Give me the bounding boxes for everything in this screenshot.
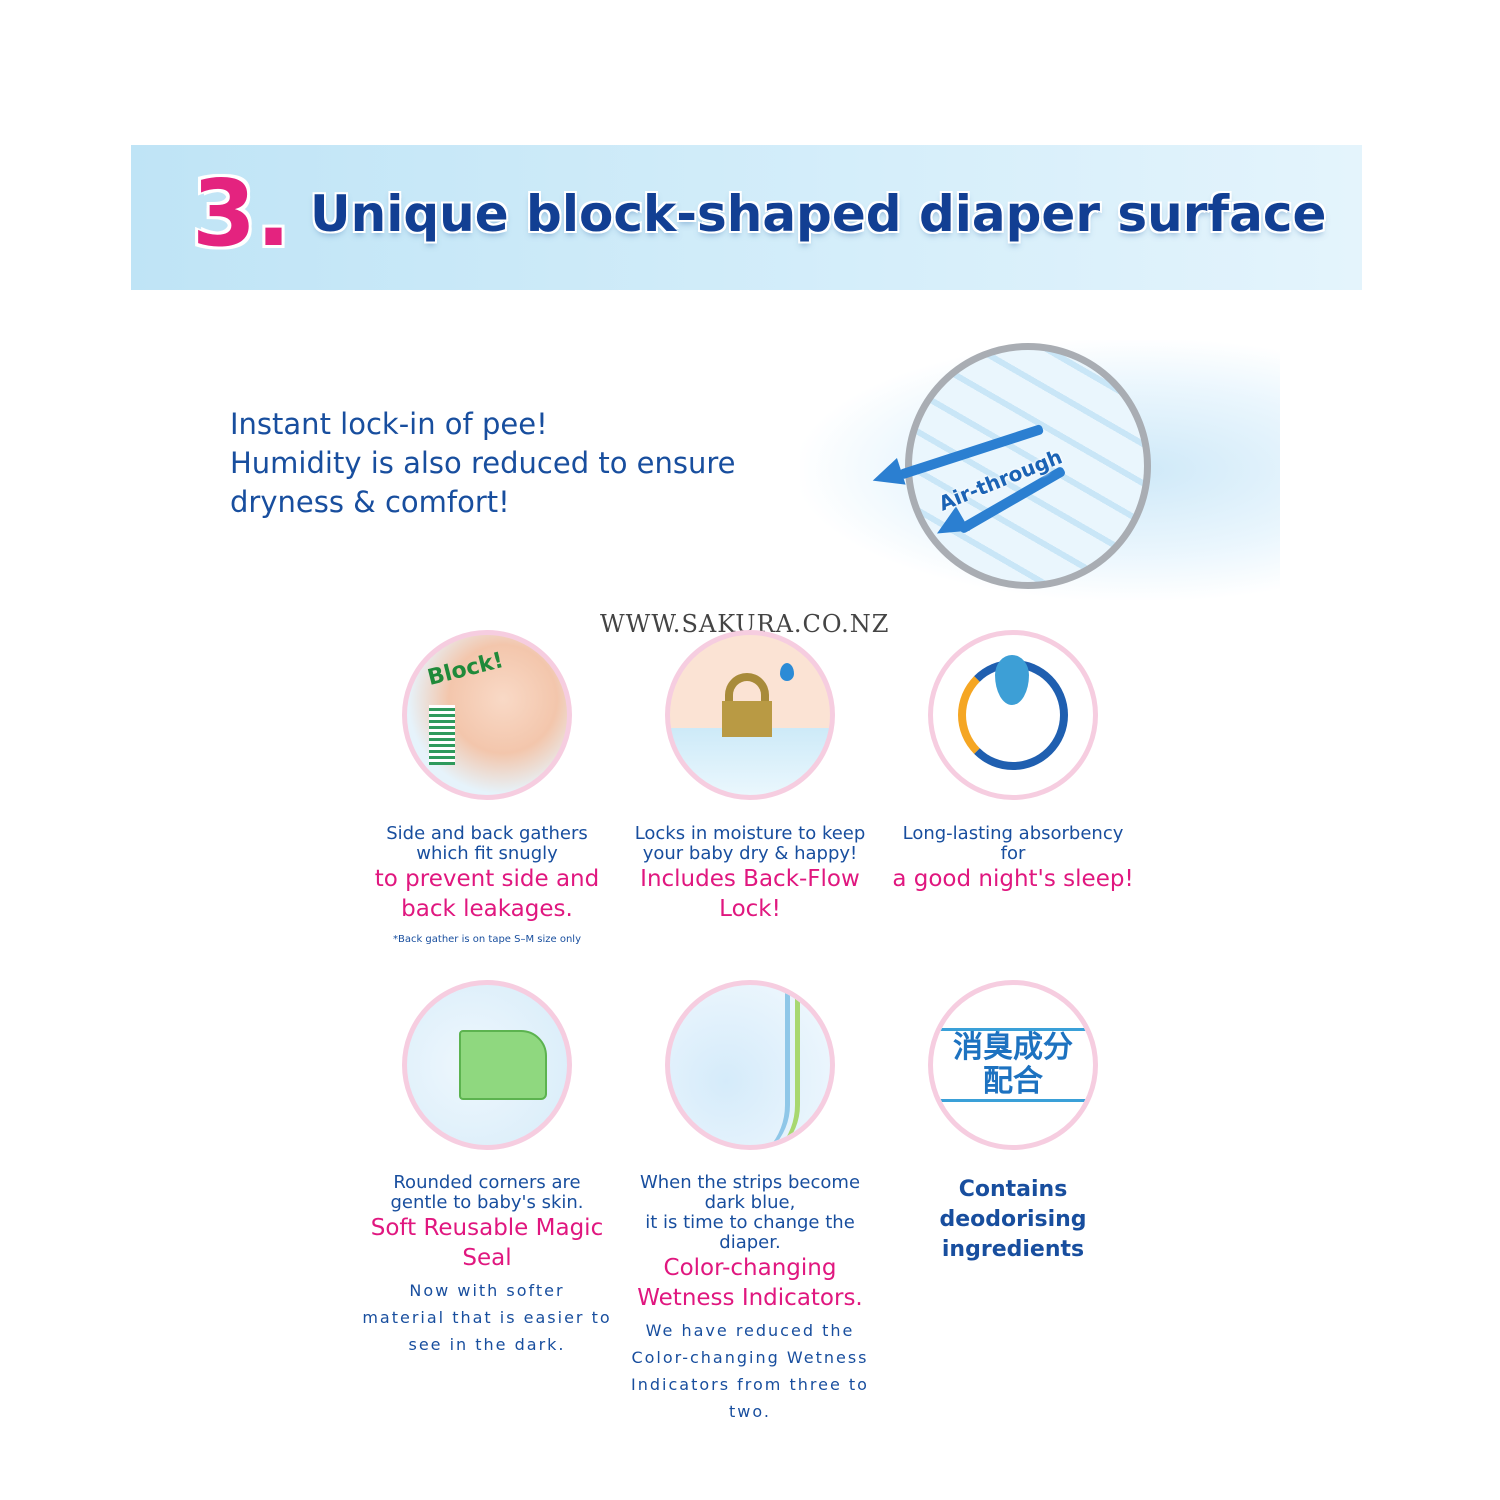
feature-text: dark blue, [704,1192,796,1213]
feature-side-gathers: Side and back gathers which fit snugly t… [357,823,617,946]
intro-text: Instant lock-in of pee! Humidity is also… [230,405,736,522]
wetness-indicator-image [665,980,835,1150]
page-title: Unique block-shaped diaper surface [310,185,1327,243]
deodorising-label-bottom-line [938,1099,1088,1102]
absorbency-image [928,630,1098,800]
feature-text: Long-lasting absorbency [902,823,1124,844]
diaper-surface-image [905,343,1151,589]
magic-seal-image [402,980,572,1150]
section-number: 3. [192,160,291,267]
feature-detail: material that is easier to [362,1308,612,1327]
feature-detail: We have reduced the [645,1321,855,1340]
intro-line: dryness & comfort! [230,485,510,519]
feature-highlight: to prevent side and [374,866,600,892]
feature-text: Rounded corners are [393,1172,581,1193]
feature-text: gentle to baby's skin. [390,1192,584,1213]
deodorising-label: 消臭成分 [953,1030,1073,1065]
feature-highlight: Seal [462,1245,512,1271]
feature-text: for [1000,843,1026,864]
feature-highlight: Includes Back-Flow [640,866,860,892]
feature-detail: two. [729,1402,771,1421]
water-drop-icon [780,663,794,681]
feature-text: Side and back gathers [386,823,588,844]
feature-wetness-indicator: When the strips become dark blue, it is … [620,1173,880,1425]
indicator-strip-icon [730,985,790,1145]
feature-highlight: Soft Reusable Magic [370,1215,604,1241]
block-label: Block! [425,648,507,691]
indicator-strip-icon [740,985,800,1145]
intro-line: Instant lock-in of pee! [230,407,548,441]
deodorising-image: 消臭成分 配合 [928,980,1098,1150]
feature-text: diaper. [719,1232,781,1253]
moisture-lock-image [665,630,835,800]
feature-highlight: back leakages. [401,896,573,922]
feature-text: your baby dry & happy! [642,843,858,864]
footnote: *Back gather is on tape S–M size only [392,934,582,945]
water-drop-icon [995,655,1029,705]
feature-highlight: Lock! [719,896,781,922]
gather-stripes-icon [429,705,455,765]
feature-text: Locks in moisture to keep [634,823,866,844]
feature-text: it is time to change the [645,1212,855,1233]
title-banner [131,145,1362,290]
feature-highlight: a good night's sleep! [892,866,1134,892]
padlock-body-icon [722,701,772,737]
padlock-icon [725,673,769,701]
seal-tab-icon [459,1030,547,1100]
feature-detail: see in the dark. [408,1335,566,1354]
feature-deodorising: Contains deodorising ingredients [883,1175,1143,1265]
feature-detail: Now with softer [409,1281,565,1300]
intro-line: Humidity is also reduced to ensure [230,446,736,480]
feature-absorbency: Long-lasting absorbency for a good night… [883,824,1143,894]
feature-text: which fit snugly [416,843,558,864]
feature-magic-seal: Rounded corners are gentle to baby's ski… [357,1173,617,1358]
feature-moisture-lock: Locks in moisture to keep your baby dry … [620,824,880,924]
side-gathers-image: Block! [402,630,572,800]
deodorising-label: 配合 [983,1064,1043,1099]
feature-text: ingredients [941,1237,1085,1262]
feature-detail: Indicators from three to [631,1375,869,1394]
feature-highlight: Wetness Indicators. [637,1285,863,1311]
feature-highlight: Color-changing [663,1255,837,1281]
feature-text: When the strips become [639,1172,861,1193]
feature-detail: Color-changing Wetness [631,1348,869,1367]
deodorising-label-top-line [938,1028,1088,1031]
feature-text: Contains deodorising [939,1177,1087,1232]
